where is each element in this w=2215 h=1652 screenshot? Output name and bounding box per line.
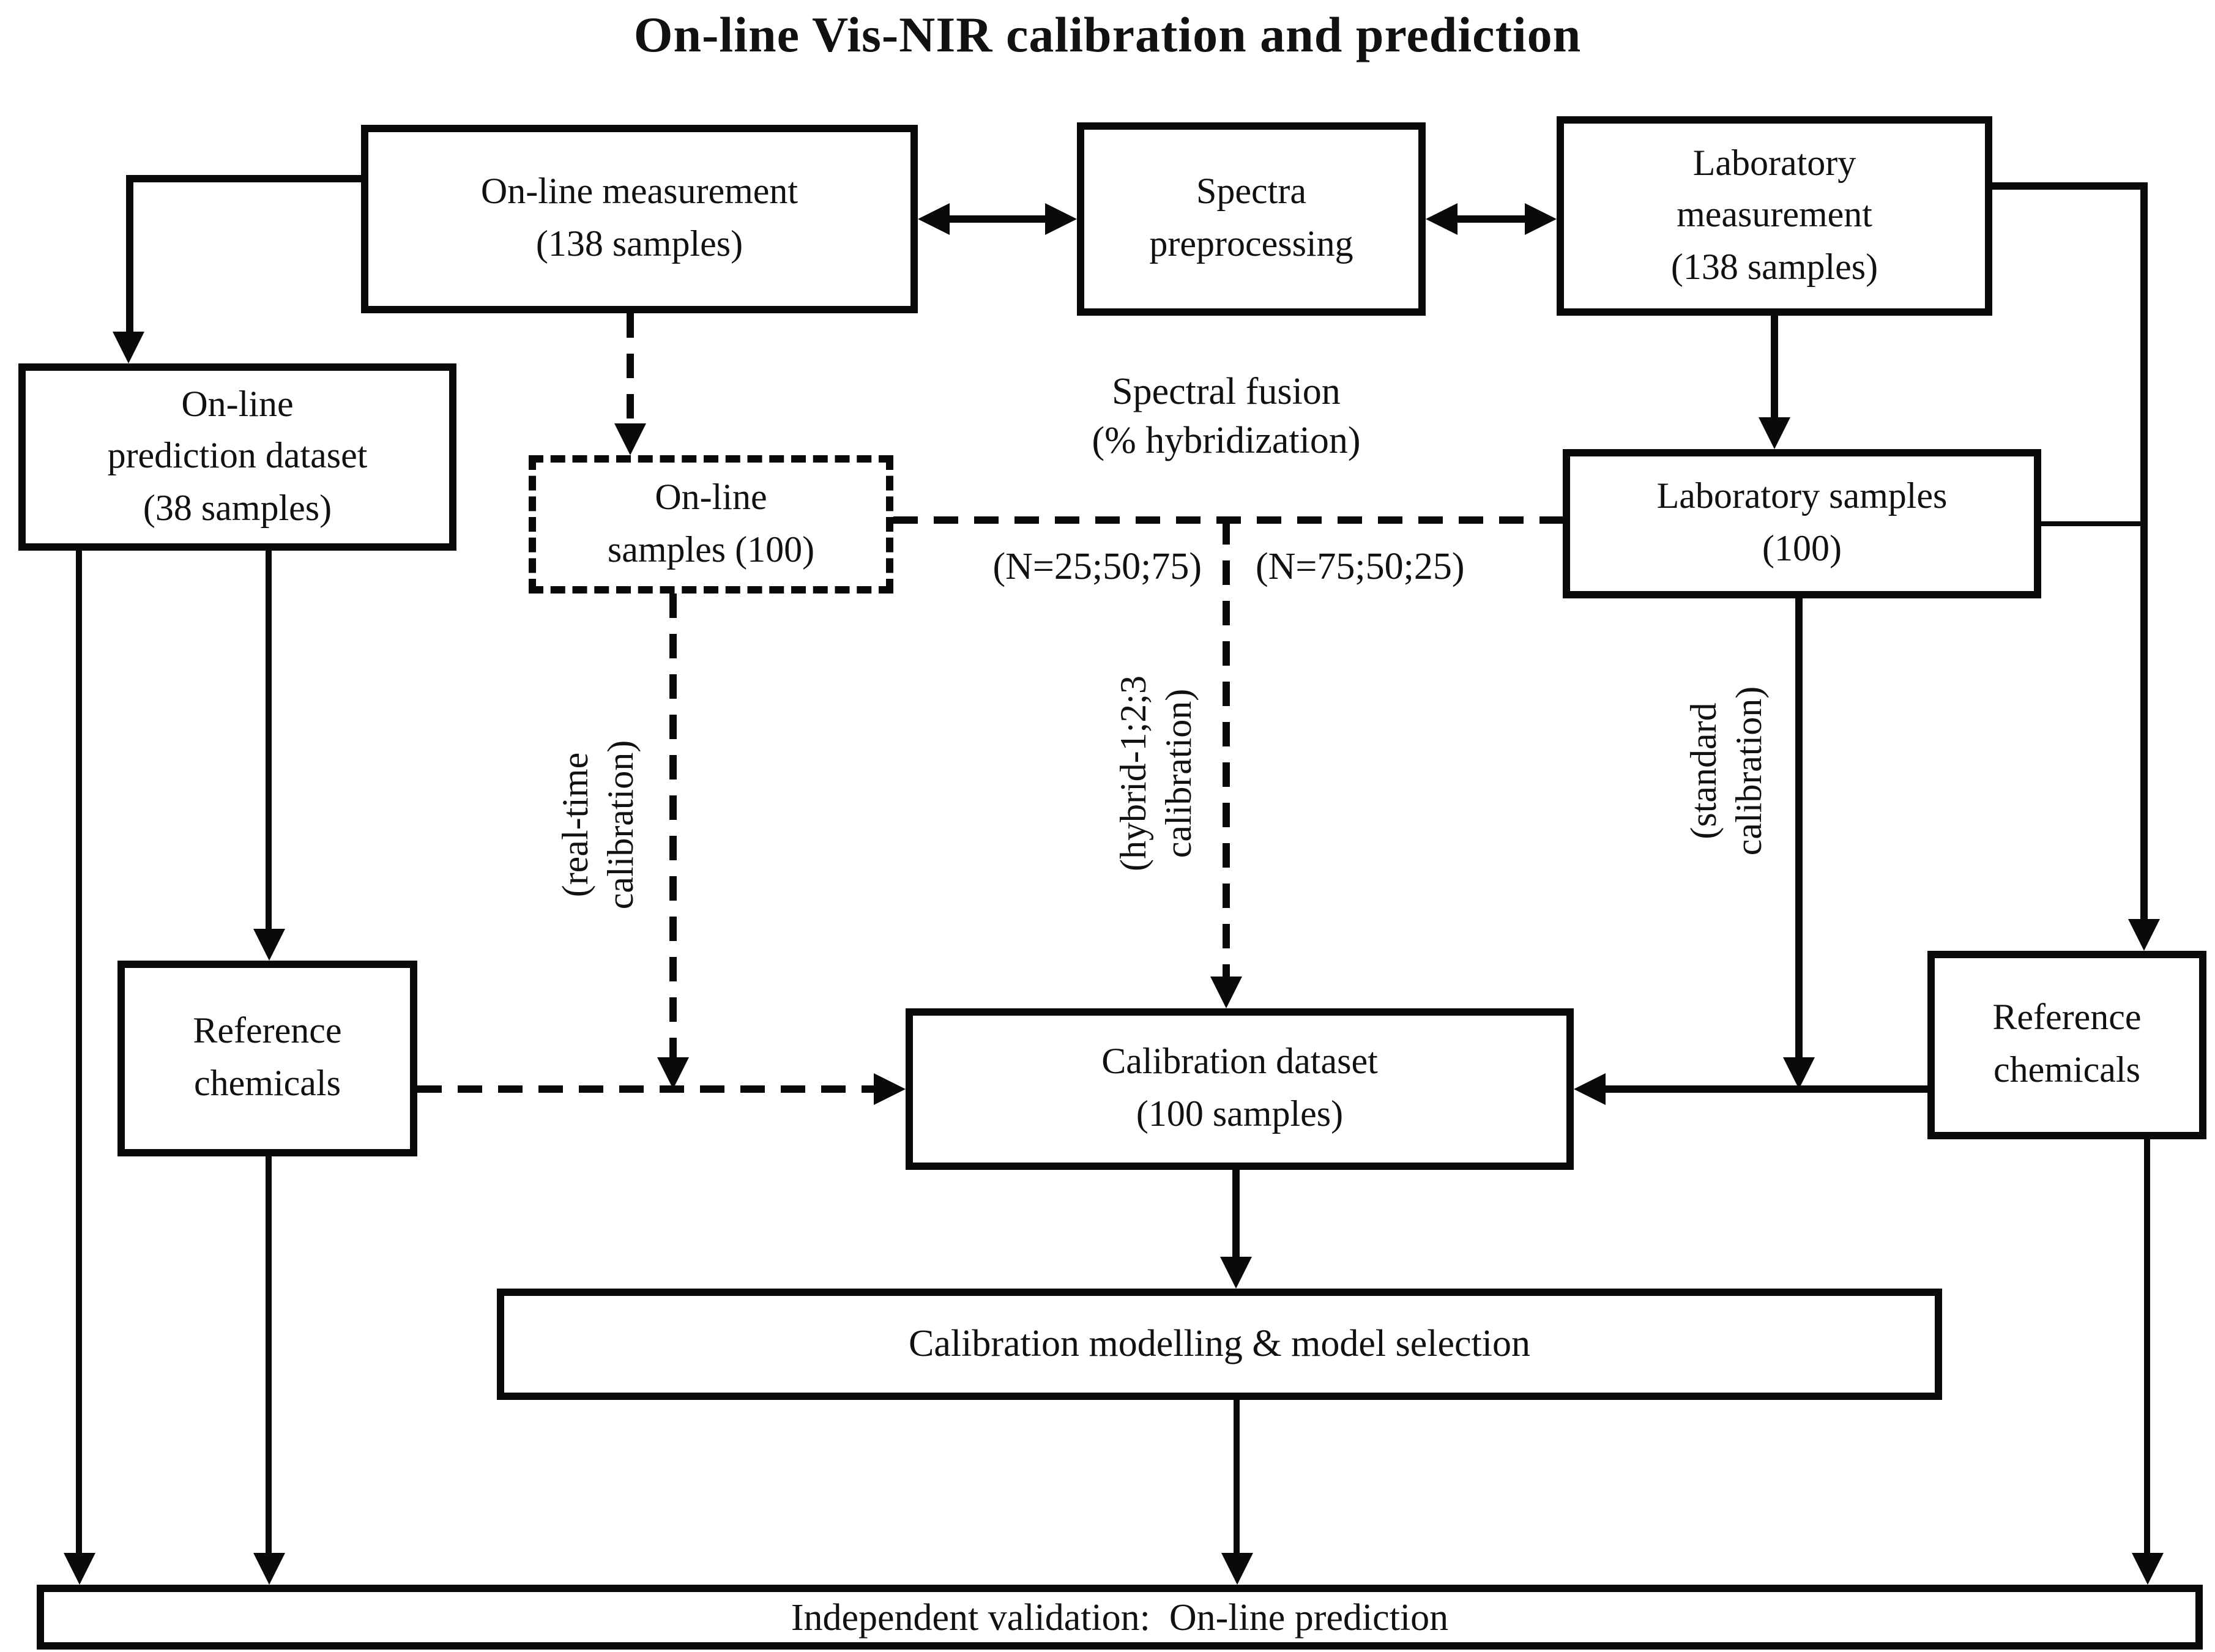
label-spectral-fusion-line1: Spectral fusion (1112, 370, 1341, 412)
label-n-left: (N=25;50;75) (992, 545, 1202, 587)
node-reference-chemicals-right: Reference chemicals (1927, 951, 2206, 1139)
edge-labmeasurement-to-labsamples (1771, 316, 1778, 417)
node-laboratory-samples: Laboratory samples (100) (1563, 449, 2041, 598)
edge-prediction-to-refchem-left (266, 551, 272, 929)
edge-realtime-calibration-dashed (669, 593, 677, 1057)
edge-labmeasurement-right-h (1992, 182, 2148, 190)
edge-hybrid-calibration-dashed (1223, 520, 1230, 977)
arrowhead-into-reference-chemicals-left (253, 929, 285, 961)
edge-labmeasurement-right-v (2140, 182, 2148, 919)
edge-calibration-to-modelling (1232, 1170, 1240, 1257)
node-independent-validation: Independent validation: On-line predicti… (37, 1585, 2203, 1650)
edge-measurement-to-prediction-v (126, 175, 133, 332)
node-online-prediction-dataset-line3: (38 samples) (143, 488, 332, 529)
edge-standard-calibration-v (1795, 598, 1803, 1057)
node-calibration-dataset-line2: (100 samples) (1136, 1094, 1344, 1134)
arrowhead-to-laboratory-measurement (1525, 203, 1557, 235)
node-spectra-preprocessing: Spectra preprocessing (1077, 122, 1426, 316)
node-calibration-modelling: Calibration modelling & model selection (497, 1289, 1942, 1400)
arrowhead-realtime-calibration (657, 1057, 689, 1089)
arrowhead-into-online-samples (614, 423, 646, 455)
arrowhead-into-prediction-dataset (113, 332, 144, 363)
arrowhead-into-calibration-dataset-left (874, 1073, 906, 1105)
arrowhead-into-validation-left (253, 1553, 285, 1585)
node-independent-validation-line1: Independent validation: On-line predicti… (791, 1595, 1449, 1638)
label-spectral-fusion: Spectral fusion (% hybridization) (981, 367, 1471, 466)
node-online-samples: On-line samples (100) (529, 455, 893, 593)
node-laboratory-measurement-line2: measurement (1677, 195, 1872, 236)
edge-refchem-left-to-validation (266, 1156, 272, 1553)
edge-refchem-right-to-calibration (1606, 1085, 1927, 1093)
label-standard-calibration-line2: calibration) (1729, 686, 1770, 856)
label-spectral-fusion-line2: (% hybridization) (1092, 419, 1361, 462)
node-reference-chemicals-right-line1: Reference (1992, 997, 2142, 1038)
edge-measurement-to-onlinesamples-dashed (627, 313, 634, 423)
node-laboratory-samples-line2: (100) (1762, 529, 1842, 569)
node-laboratory-measurement-line1: Laboratory (1692, 143, 1856, 184)
label-real-time-calibration-line2: calibration) (600, 740, 641, 910)
arrowhead-standard-calibration (1783, 1057, 1815, 1089)
node-spectra-preprocessing-line1: Spectra (1196, 171, 1306, 212)
label-standard-calibration: (standard calibration) (1683, 618, 1778, 924)
arrowhead-into-validation-farleft (64, 1553, 95, 1585)
label-standard-calibration-line1: (standard (1684, 702, 1724, 839)
edge-refchem-left-to-calibration-dashed (417, 1085, 874, 1093)
edge-preprocessing-laboratory (1455, 215, 1527, 223)
node-spectra-preprocessing-line2: preprocessing (1149, 224, 1353, 264)
label-hybrid-calibration-line1: (hybrid-1;2;3 (1114, 675, 1154, 871)
node-laboratory-measurement: Laboratory measurement (138 samples) (1557, 116, 1992, 316)
edge-labsamples-right-stub (2041, 521, 2148, 526)
node-online-measurement-line2: (138 samples) (535, 224, 743, 264)
node-online-samples-line1: On-line (655, 477, 767, 518)
label-hybrid-calibration: (hybrid-1;2;3 calibration) (1112, 602, 1208, 945)
node-reference-chemicals-left-line1: Reference (193, 1011, 342, 1052)
arrowhead-hybrid-into-calibration-dataset (1210, 977, 1242, 1008)
edge-measurement-preprocessing (947, 215, 1048, 223)
node-laboratory-samples-line1: Laboratory samples (1656, 476, 1948, 517)
arrowhead-into-validation-right (2132, 1553, 2164, 1585)
node-reference-chemicals-left: Reference chemicals (117, 961, 417, 1156)
node-calibration-modelling-line1: Calibration modelling & model selection (909, 1322, 1530, 1365)
arrowhead-into-modelling (1220, 1257, 1252, 1289)
arrowhead-to-preprocessing-left (1045, 203, 1077, 235)
node-laboratory-measurement-line3: (138 samples) (1670, 247, 1878, 288)
label-real-time-calibration: (real-time calibration) (554, 666, 650, 984)
node-online-measurement-line1: On-line measurement (480, 171, 799, 212)
arrowhead-into-reference-chemicals-right (2128, 919, 2160, 951)
node-online-prediction-dataset-line1: On-line (181, 384, 294, 425)
label-hybrid-calibration-line2: calibration) (1158, 688, 1199, 858)
label-n-right: (N=75;50;25) (1256, 545, 1465, 587)
node-reference-chemicals-right-line2: chemicals (1994, 1050, 2140, 1090)
edge-measurement-to-prediction-h (128, 175, 361, 182)
arrowhead-to-measurement (918, 203, 950, 235)
node-online-prediction-dataset-line2: prediction dataset (107, 436, 368, 477)
arrowhead-into-validation-center (1221, 1553, 1253, 1585)
edge-modelling-to-validation (1234, 1400, 1240, 1553)
arrowhead-into-calibration-dataset-right (1574, 1073, 1606, 1105)
arrowhead-into-laboratory-samples (1759, 417, 1790, 449)
node-reference-chemicals-left-line2: chemicals (194, 1063, 341, 1104)
node-online-measurement: On-line measurement (138 samples) (361, 125, 918, 313)
label-real-time-calibration-line1: (real-time (556, 752, 596, 898)
node-calibration-dataset-line1: Calibration dataset (1101, 1041, 1378, 1082)
edge-prediction-to-validation (76, 551, 82, 1553)
node-calibration-dataset: Calibration dataset (100 samples) (906, 1008, 1574, 1170)
diagram-title: On-line Vis-NIR calibration and predicti… (633, 6, 1582, 62)
arrowhead-to-preprocessing-right (1426, 203, 1457, 235)
node-online-samples-line2: samples (100) (607, 529, 815, 570)
edge-refchem-right-to-validation (2144, 1139, 2150, 1553)
node-online-prediction-dataset: On-line prediction dataset (38 samples) (18, 363, 456, 551)
